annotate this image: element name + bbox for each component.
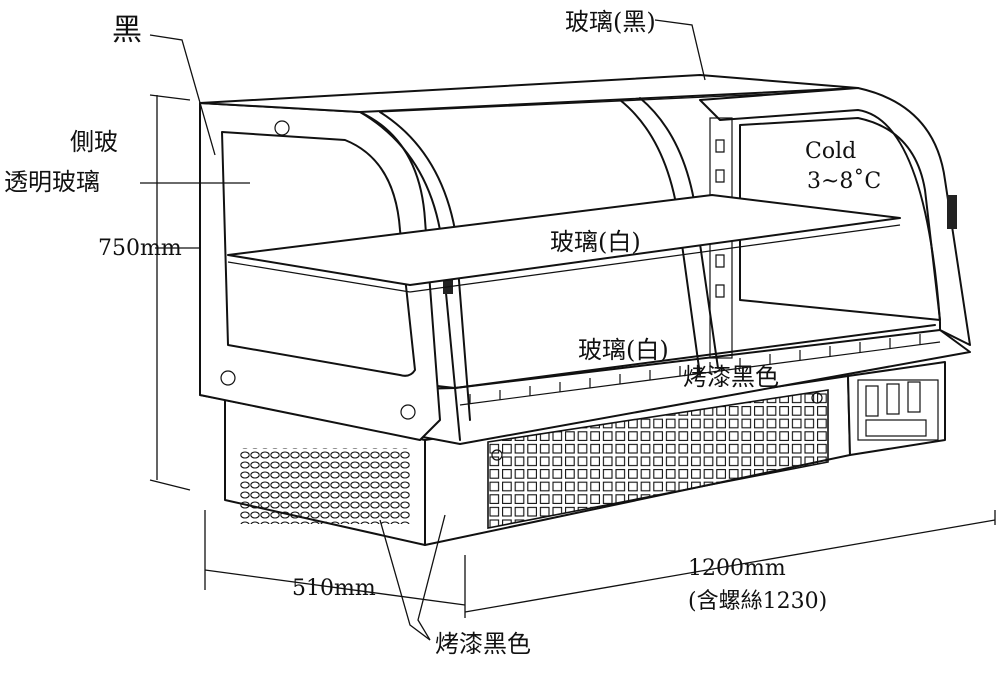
display-window: [865, 419, 927, 437]
front-vent-grille: [487, 389, 829, 529]
label-glass-white-lower: 玻璃(白): [578, 336, 669, 364]
label-black: 黑: [112, 13, 142, 48]
switch-3: [907, 381, 921, 413]
side-vent-grille: [240, 448, 410, 524]
screw-icon: [274, 120, 290, 136]
label-temperature: 3~8˚C: [807, 167, 881, 194]
label-depth: 510mm: [292, 576, 376, 601]
switch-1: [865, 385, 879, 417]
dimension-lines: [149, 94, 996, 618]
handle-right: [947, 195, 957, 229]
label-glass-black: 玻璃(黑): [565, 8, 656, 36]
screw-icon: [400, 404, 416, 420]
label-width-with-screws: (含螺絲1230): [688, 589, 827, 614]
label-cold: Cold: [805, 139, 856, 164]
screw-icon: [811, 392, 823, 404]
label-height: 750mm: [98, 236, 182, 261]
label-paint-black-front: 烤漆黑色: [683, 363, 779, 391]
screw-icon: [220, 370, 236, 386]
control-panel: [857, 379, 939, 441]
label-paint-black-base: 烤漆黑色: [435, 630, 531, 658]
labels: 黑 玻璃(黑) 側玻 透明玻璃 750mm Cold 3~8˚C 玻璃(白) 玻…: [4, 8, 881, 658]
switch-2: [886, 383, 900, 415]
screw-icon: [491, 449, 503, 461]
label-side-glass: 側玻: [70, 128, 118, 156]
label-width: 1200mm: [688, 556, 786, 581]
display-case: [199, 74, 971, 445]
base-cabinet: [224, 361, 946, 546]
label-clear-glass: 透明玻璃: [4, 168, 100, 196]
leader-lines: [140, 19, 706, 641]
label-glass-white-upper: 玻璃(白): [550, 228, 641, 256]
